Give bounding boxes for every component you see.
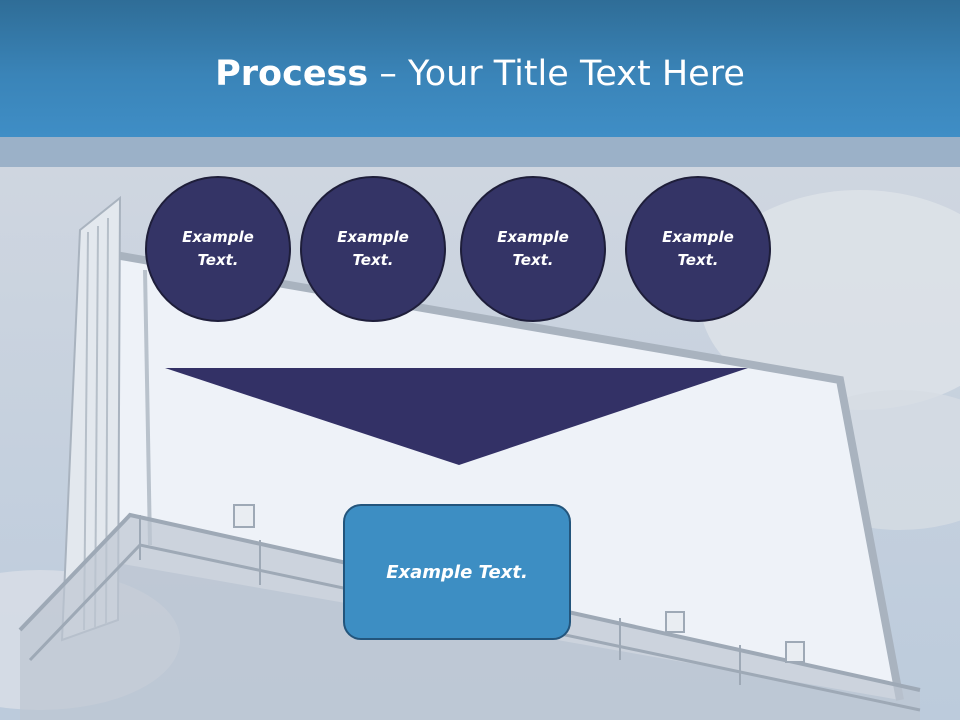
title-bar: Process – Your Title Text Here	[0, 0, 960, 137]
process-step-1: Example Text.	[145, 176, 291, 322]
slide-title: Process – Your Title Text Here	[0, 52, 960, 96]
process-step-4: Example Text.	[625, 176, 771, 322]
process-step-3: Example Text.	[460, 176, 606, 322]
process-step-2: Example Text.	[300, 176, 446, 322]
result-text: Example Text.	[386, 561, 528, 583]
header-band	[0, 137, 960, 167]
result-box: Example Text.	[343, 504, 571, 640]
process-step-3-text: Example Text.	[497, 228, 569, 269]
process-step-1-text: Example Text.	[182, 228, 254, 269]
process-step-4-text: Example Text.	[662, 228, 734, 269]
title-strong: Process	[215, 54, 369, 94]
funnel-arrow-shape	[165, 368, 748, 465]
title-rest: – Your Title Text Here	[368, 54, 745, 94]
process-step-2-text: Example Text.	[337, 228, 409, 269]
